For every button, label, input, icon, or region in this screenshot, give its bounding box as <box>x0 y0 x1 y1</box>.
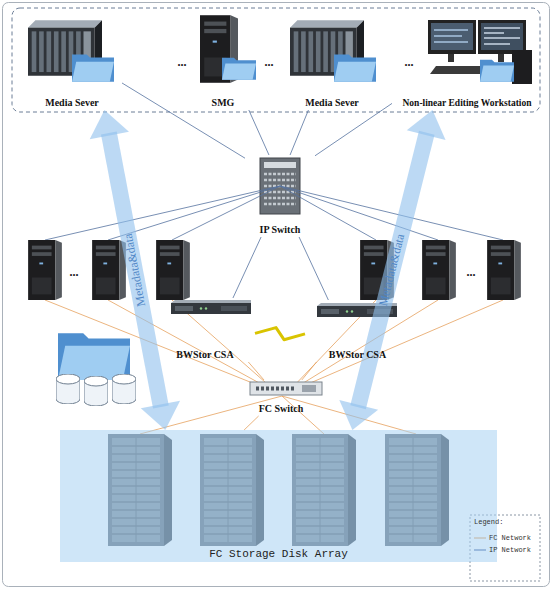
data-flow-arrow <box>339 110 445 430</box>
media-server-icon <box>290 20 376 82</box>
storage-pool-icon <box>56 333 136 406</box>
server-tower-icons <box>28 240 521 300</box>
flow-label: Metadata&data <box>121 232 150 307</box>
arrow-head <box>141 401 180 430</box>
ip-link <box>299 237 328 300</box>
ip-link <box>233 237 261 298</box>
smg-icon <box>200 15 256 83</box>
workstation-icon <box>428 20 532 84</box>
fc-switch-icon <box>250 382 322 395</box>
connector-line <box>233 237 261 298</box>
connector-line <box>249 110 269 155</box>
connector-line <box>358 133 427 408</box>
connector-line <box>109 133 161 407</box>
legend-title: Legend: <box>474 518 503 526</box>
ip-link <box>290 110 308 155</box>
ip-switch: IP Switch <box>245 155 315 237</box>
media-server-icon <box>28 20 114 82</box>
media-server: Media Sever <box>22 14 122 110</box>
host-group-frame <box>12 8 540 112</box>
fc-link-lines <box>45 300 503 434</box>
storage-array-band: FC Storage Disk Array <box>60 430 497 562</box>
csa-device-icons <box>171 300 397 317</box>
fc-link <box>248 362 264 380</box>
node-label: Media Sever <box>45 97 99 110</box>
outer-frame <box>3 3 550 587</box>
connector-line <box>299 237 328 300</box>
csa-server: BWStor CSA <box>305 300 410 362</box>
arrow-head <box>339 400 378 430</box>
legend-label: FC Network <box>489 534 531 542</box>
fc-switch: FC Switch <box>236 380 326 416</box>
node-label: IP Switch <box>260 224 301 237</box>
ip-link <box>315 103 392 155</box>
connector-line <box>255 328 305 340</box>
connector-line <box>315 103 392 155</box>
ip-link <box>122 83 245 158</box>
ellipsis-mark: ... <box>178 55 187 70</box>
ellipsis-mark: ... <box>405 55 414 70</box>
heartbeat-link <box>255 328 305 340</box>
legend-label: IP Network <box>489 546 531 554</box>
fc-link <box>302 362 317 380</box>
fc-link <box>244 416 259 430</box>
connector-line <box>290 110 308 155</box>
data-flow-arrow <box>90 110 180 430</box>
media-server: Media Sever <box>282 14 382 110</box>
ellipsis-mark: ... <box>70 265 79 280</box>
connector-line <box>248 362 264 380</box>
node-label: Non-linear Editing Workstation <box>403 98 532 110</box>
csa-server: BWStor CSA <box>155 298 255 362</box>
node-label: FC Switch <box>259 403 304 416</box>
node-label: FC Storage Disk Array <box>209 548 348 562</box>
node-label: SMG <box>212 97 235 110</box>
ellipsis-mark: ... <box>265 55 274 70</box>
connector-line <box>244 416 259 430</box>
ellipsis-mark: ... <box>467 265 476 280</box>
smg-server: SMG <box>190 14 256 110</box>
arrow-head <box>407 110 446 140</box>
arrow-head <box>90 110 129 139</box>
flow-label: Metadata&data <box>376 232 409 307</box>
connector-line <box>302 362 317 380</box>
node-label: Media Sever <box>305 97 359 110</box>
connector-line <box>122 83 245 158</box>
editing-workstation: Non-linear Editing Workstation <box>392 14 542 110</box>
node-label: BWStor CSA <box>176 349 233 362</box>
ip-link <box>249 110 269 155</box>
node-label: BWStor CSA <box>329 349 386 362</box>
